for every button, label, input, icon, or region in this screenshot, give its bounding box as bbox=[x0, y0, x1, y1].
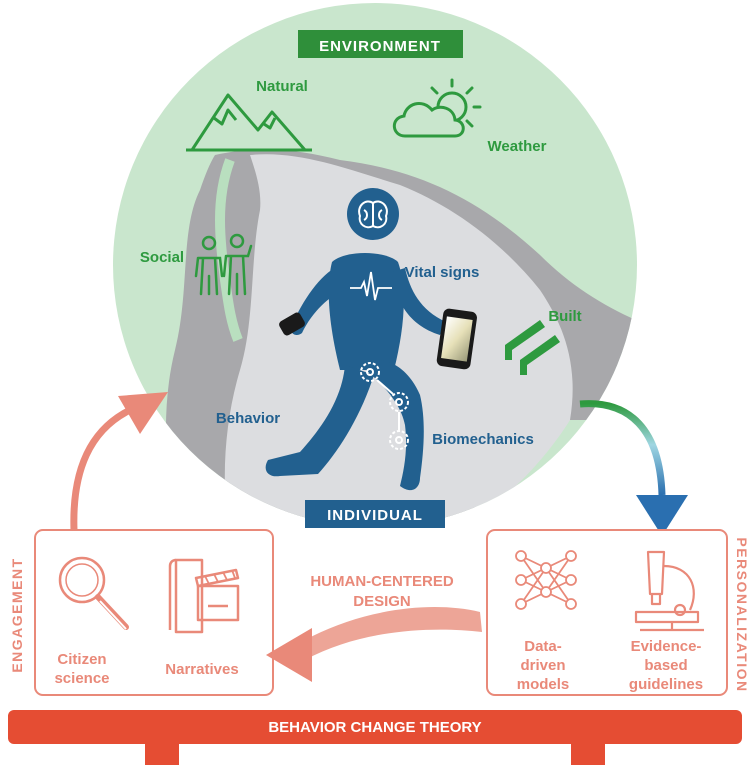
magnifier-icon bbox=[58, 556, 129, 630]
individual-title: INDIVIDUAL bbox=[327, 507, 423, 524]
label-social: Social bbox=[140, 249, 184, 266]
behavior-change-theory-bar: BEHAVIOR CHANGE THEORY bbox=[8, 710, 742, 765]
brain-icon bbox=[358, 200, 388, 229]
environment-title: ENVIRONMENT bbox=[319, 38, 441, 55]
engagement-panel bbox=[34, 529, 274, 696]
foundation-leg-right bbox=[571, 744, 605, 765]
foundation-label: BEHAVIOR CHANGE THEORY bbox=[268, 719, 481, 736]
book-clapper-icon bbox=[168, 558, 240, 634]
walking-person bbox=[265, 188, 477, 491]
human-centered-design-label: HUMAN-CENTERED DESIGN bbox=[310, 573, 453, 610]
torso bbox=[328, 253, 404, 370]
foundation-bar bbox=[8, 710, 742, 744]
personalization-arrow bbox=[579, 400, 688, 536]
engagement-item-1: Narratives bbox=[165, 661, 238, 678]
personalization-item-label-line: based bbox=[644, 657, 687, 674]
individual-banner: INDIVIDUAL bbox=[305, 500, 445, 528]
personalization-item-label-line: Data- bbox=[524, 638, 562, 655]
engagement-item-label-line: science bbox=[54, 670, 109, 687]
personalization-item-label-line: models bbox=[517, 676, 570, 693]
personalization-side-label: PERSONALIZATION bbox=[734, 537, 750, 692]
environment-banner: ENVIRONMENT bbox=[298, 30, 463, 58]
label-vital-signs: Vital signs bbox=[405, 264, 480, 281]
label-behavior: Behavior bbox=[216, 410, 280, 427]
microscope-icon bbox=[634, 550, 704, 632]
engagement-side-label: ENGAGEMENT bbox=[9, 557, 25, 672]
neural-network-icon bbox=[515, 550, 577, 610]
engagement-item-label-line: Citizen bbox=[57, 651, 106, 668]
smartwatch-icon bbox=[279, 312, 305, 336]
label-weather: Weather bbox=[488, 138, 547, 155]
engagement-item-0: Citizen science bbox=[54, 651, 109, 687]
personalization-item-label-line: Evidence- bbox=[631, 638, 702, 655]
label-biomechanics: Biomechanics bbox=[432, 431, 534, 448]
right-arm bbox=[392, 268, 446, 335]
personalization-item-label-line: driven bbox=[520, 657, 565, 674]
environment-banner-bg bbox=[298, 30, 463, 58]
center-label-line: DESIGN bbox=[353, 593, 411, 610]
center-label-line: HUMAN-CENTERED bbox=[310, 573, 453, 590]
mountains-icon bbox=[186, 93, 312, 152]
personalization-item-label-line: guidelines bbox=[629, 676, 703, 693]
label-built: Built bbox=[548, 308, 581, 325]
foundation-leg-left bbox=[145, 744, 179, 765]
personalization-item-1: Evidence- based guidelines bbox=[629, 638, 703, 693]
built-chevron-icon bbox=[505, 320, 560, 375]
joint-gear-icons bbox=[360, 362, 409, 450]
weather-icon bbox=[392, 78, 482, 138]
individual-banner-bg bbox=[305, 500, 445, 528]
front-leg bbox=[360, 360, 424, 491]
personalization-item-0: Data- driven models bbox=[517, 638, 570, 693]
back-leg bbox=[265, 365, 374, 477]
engagement-item-label-line: Narratives bbox=[165, 661, 238, 678]
design-arrow bbox=[266, 607, 482, 682]
left-arm bbox=[290, 266, 345, 336]
label-natural: Natural bbox=[256, 78, 308, 95]
engagement-arrow bbox=[70, 392, 168, 531]
heartbeat-line bbox=[350, 271, 392, 301]
social-people-icon bbox=[194, 233, 253, 296]
smartphone-icon bbox=[436, 308, 477, 370]
